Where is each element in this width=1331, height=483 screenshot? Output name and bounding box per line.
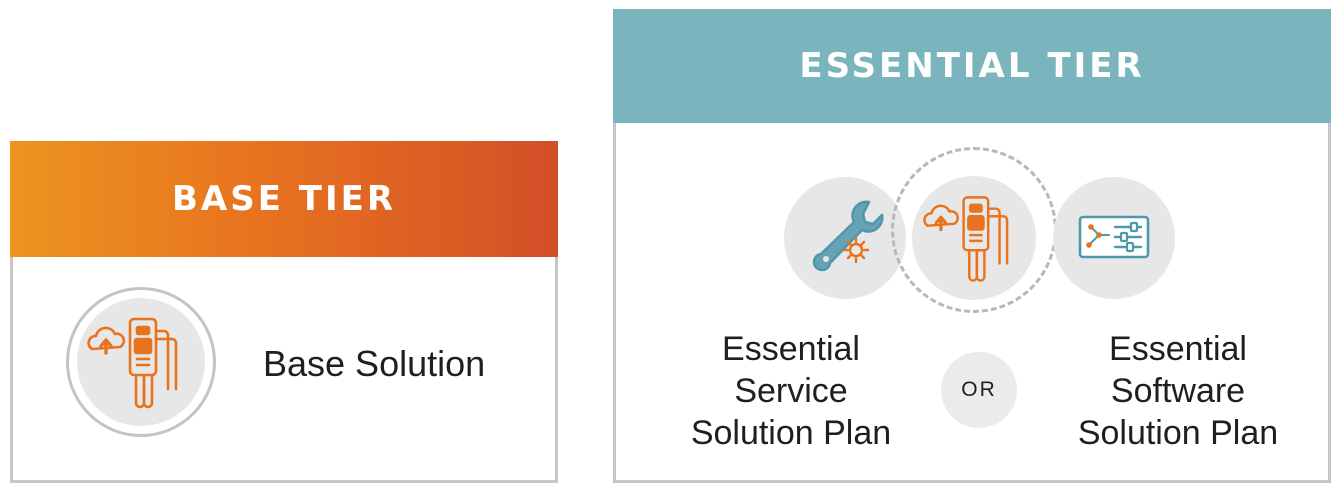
software-icon-circle xyxy=(1053,177,1175,299)
software-plan-line-1: Essential xyxy=(1109,330,1247,368)
essential-tier-title: ESSENTIAL TIER xyxy=(799,46,1145,86)
essential-service-plan-label: Essential Service Solution Plan xyxy=(676,328,906,454)
base-tier-card: BASE TIER xyxy=(10,141,558,483)
device-cloud-upload-icon xyxy=(923,196,1009,282)
wrench-gear-icon xyxy=(812,200,884,272)
base-solution-ring xyxy=(66,287,216,437)
service-plan-line-3: Solution Plan xyxy=(690,414,892,452)
essential-software-plan-label: Essential Software Solution Plan xyxy=(1063,328,1293,454)
device-cloud-upload-icon xyxy=(87,317,178,409)
base-solution-label: Base Solution xyxy=(263,343,486,384)
or-badge: OR xyxy=(941,352,1017,428)
software-sliders-icon xyxy=(1078,215,1150,259)
base-tier-header: BASE TIER xyxy=(10,141,558,257)
essential-tier-body: Essential Service Solution Plan OR Essen… xyxy=(613,123,1331,483)
software-plan-line-2: Software xyxy=(1110,372,1246,410)
software-plan-line-3: Solution Plan xyxy=(1077,414,1279,452)
device-icon-circle xyxy=(912,176,1036,300)
service-icon-circle xyxy=(784,177,906,299)
service-plan-line-2: Service xyxy=(734,372,848,410)
essential-tier-header: ESSENTIAL TIER xyxy=(613,9,1331,123)
base-solution-circle xyxy=(77,298,205,426)
essential-tier-card: ESSENTIAL TIER xyxy=(613,9,1331,483)
service-plan-line-1: Essential xyxy=(722,330,860,368)
base-tier-title: BASE TIER xyxy=(171,179,397,219)
base-tier-body: Base Solution xyxy=(10,257,558,483)
